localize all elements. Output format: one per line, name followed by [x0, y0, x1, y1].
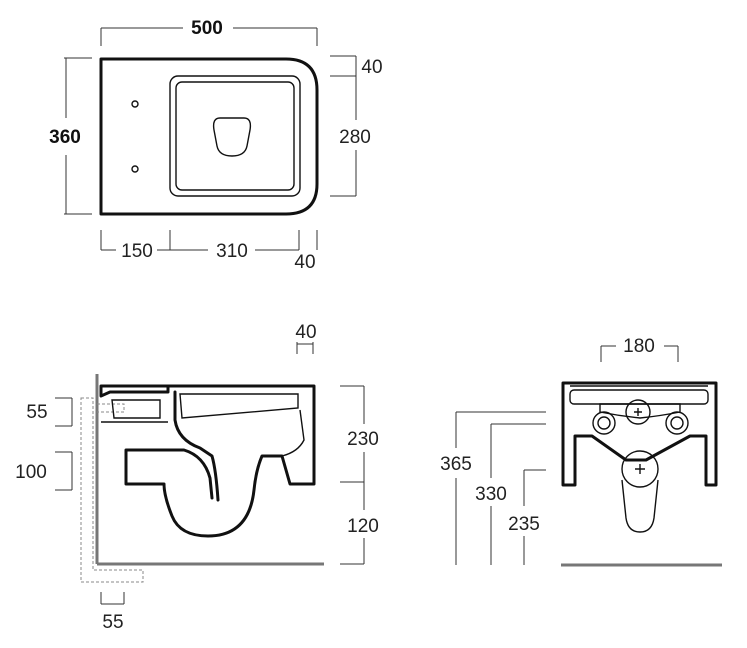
rim-edge	[179, 393, 299, 419]
back-top-slot	[569, 389, 709, 405]
back-view: 180 365 330 235	[440, 336, 722, 567]
fixing-hole-left-inner	[597, 416, 611, 430]
dim-seg-mid-label: 310	[216, 241, 248, 262]
dim-wall-55-upper: 55	[26, 397, 73, 427]
dim-wall-55-upper-label: 55	[26, 402, 47, 423]
dim-back-heights: 365 330 235	[440, 411, 546, 565]
dim-height-lower-label: 120	[347, 516, 379, 537]
dim-back-width-label: 180	[623, 336, 655, 357]
trap-inner	[173, 390, 220, 502]
dim-back-width: 180	[600, 336, 679, 362]
bowl-outline-top	[99, 57, 319, 216]
back-outline	[561, 381, 718, 487]
dim-wall-100: 100	[15, 451, 73, 491]
side-view: 55 100 55 40	[15, 322, 379, 633]
drain-hole	[212, 117, 252, 157]
frame-outline	[80, 397, 144, 583]
outlet-cross	[635, 464, 645, 474]
fixing-hole-right-inner	[670, 416, 684, 430]
dim-height-upper-label: 230	[347, 429, 379, 450]
dim-width: 500	[100, 18, 318, 46]
dim-depth: 360	[49, 57, 92, 215]
fixing-hole-left	[592, 411, 616, 435]
rim-inner	[175, 81, 295, 191]
dim-top-offset-label: 40	[295, 322, 316, 343]
dim-wall-55-bottom-label: 55	[102, 612, 123, 633]
top-view: 500 360 40 280	[49, 18, 382, 273]
dim-h235-label: 235	[508, 514, 540, 535]
dim-depth-label: 360	[49, 127, 81, 148]
dim-width-label: 500	[191, 18, 223, 39]
bowl-outline-side	[124, 384, 316, 538]
dim-right: 40 280	[330, 55, 383, 197]
dim-inner-depth-label: 280	[339, 127, 371, 148]
dim-wall-55-bottom: 55	[100, 592, 125, 633]
seat-fixing-hole	[131, 165, 139, 173]
inlet-hole	[625, 399, 651, 425]
frame-pipe	[97, 403, 125, 413]
dim-top-offset: 40	[295, 322, 317, 354]
dim-seg-left-label: 150	[121, 241, 153, 262]
dim-right-side: 230 120	[340, 385, 379, 565]
fixing-hole-right	[665, 411, 689, 435]
dim-rim-label: 40	[361, 57, 382, 78]
dim-wall-100-label: 100	[15, 462, 47, 483]
dim-seg-right-label: 40	[294, 252, 315, 273]
outlet-hole	[621, 450, 659, 488]
seat-fixing-hole	[131, 100, 139, 108]
dim-bottom: 150 310 40	[100, 230, 318, 273]
inlet-cross	[634, 408, 642, 416]
dim-h330-label: 330	[475, 484, 507, 505]
rim-front	[281, 409, 305, 457]
inlet-spud	[111, 399, 161, 419]
rim-outer	[169, 75, 301, 197]
top-rim-back	[99, 384, 170, 398]
outlet-neck	[621, 479, 659, 533]
dim-h365-label: 365	[440, 454, 472, 475]
